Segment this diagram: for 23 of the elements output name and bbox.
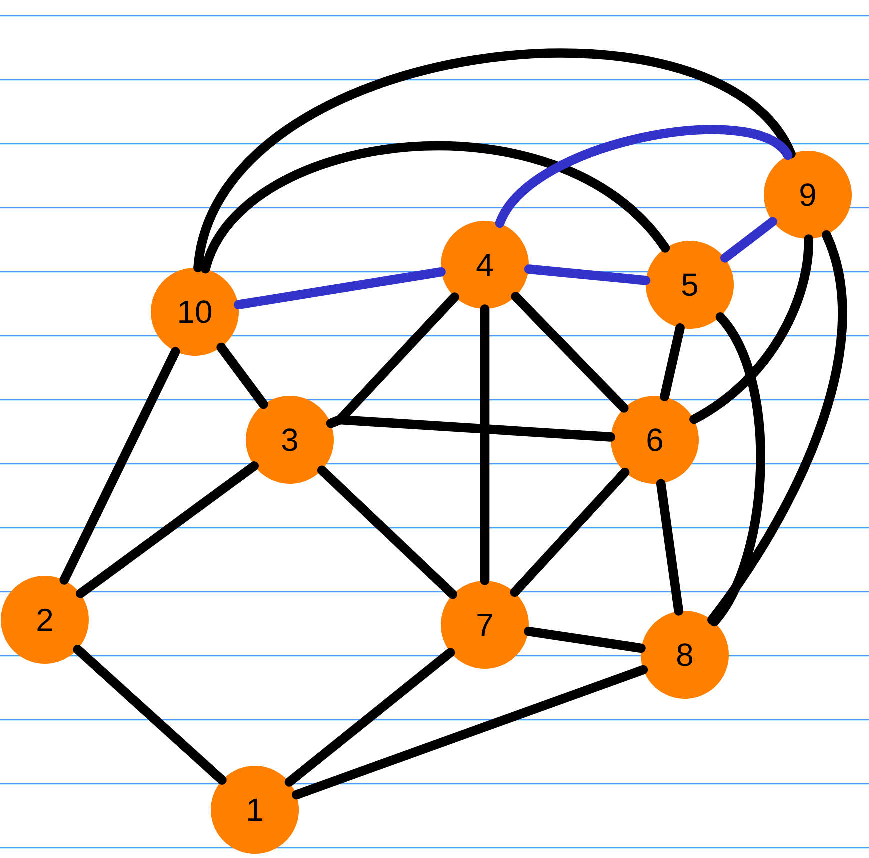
edge-line <box>60 347 180 585</box>
edge-line <box>720 217 778 263</box>
edge-line <box>216 342 268 410</box>
edge-line <box>495 125 793 228</box>
edge-line <box>656 479 684 616</box>
edge-line <box>317 466 458 600</box>
edge-line <box>690 234 814 424</box>
edge-line <box>200 142 670 274</box>
edge-line <box>510 468 630 598</box>
edge-line <box>524 264 651 286</box>
edge-line <box>73 645 227 785</box>
edge-line <box>284 648 456 787</box>
edge-line <box>708 230 847 625</box>
edge-line <box>76 462 259 598</box>
edge-line <box>480 304 490 586</box>
edge-line <box>660 324 685 402</box>
edge-line <box>710 312 766 627</box>
edge-line <box>524 626 646 654</box>
edge-line <box>326 415 616 442</box>
edge-line <box>194 48 796 273</box>
edge-line <box>511 292 629 413</box>
edge-line <box>234 267 446 310</box>
edge-line <box>292 665 648 800</box>
